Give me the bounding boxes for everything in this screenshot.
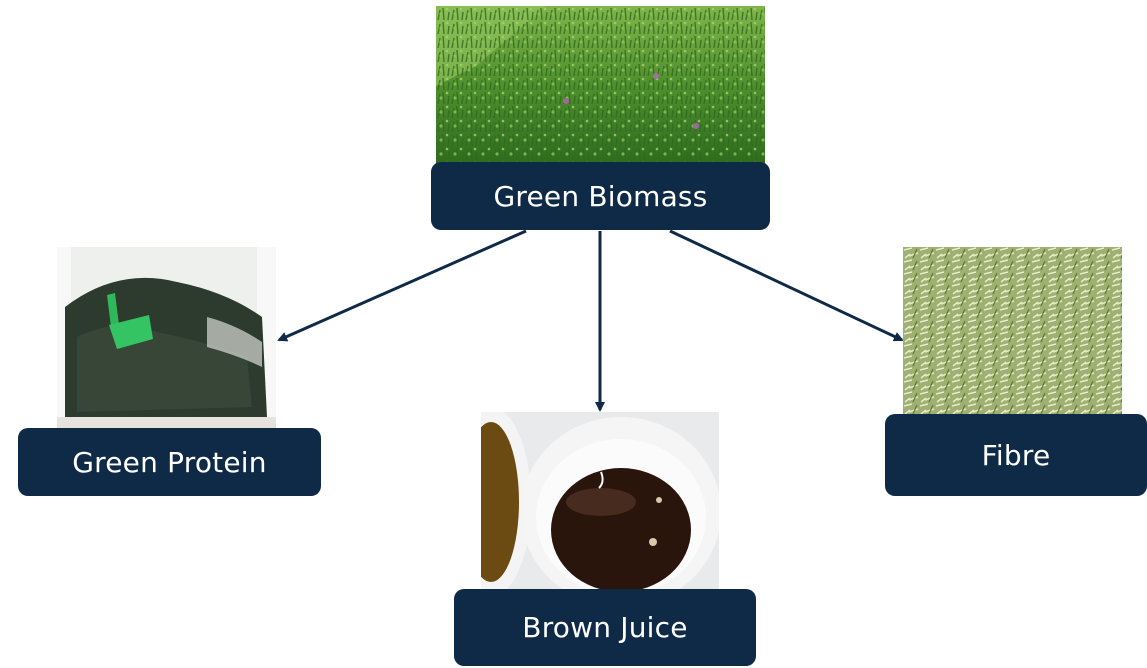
green-biomass-photo	[436, 6, 765, 166]
fibre-label: Fibre	[885, 414, 1147, 496]
brown-juice-photo	[481, 412, 719, 595]
arrow-to-green-protein	[277, 229, 527, 342]
brown-juice-label: Brown Juice	[454, 589, 756, 666]
fibre-photo	[903, 247, 1122, 419]
green-biomass-label: Green Biomass	[431, 162, 770, 230]
green-protein-label: Green Protein	[18, 428, 321, 496]
arrow-to-fibre	[669, 229, 904, 342]
green-protein-photo	[57, 247, 276, 430]
